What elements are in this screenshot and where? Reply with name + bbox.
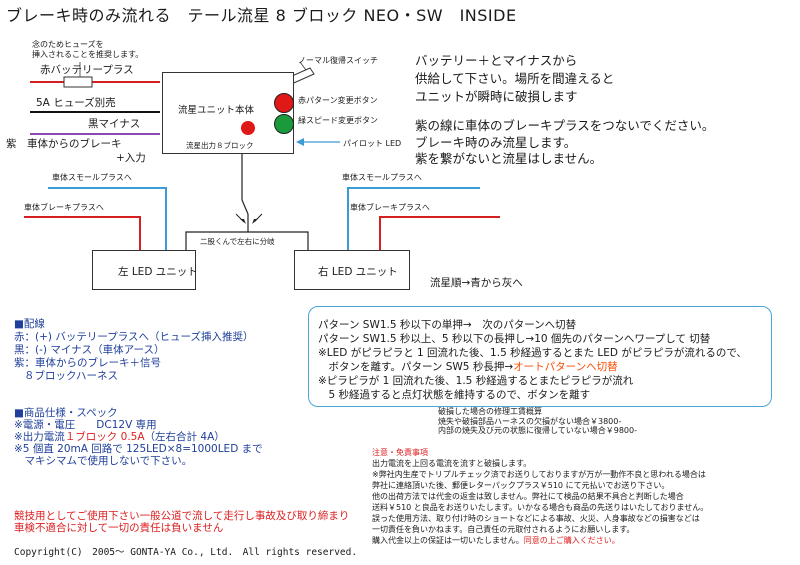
right-unit-label: 右 LED ユニット bbox=[318, 266, 398, 278]
pattern-instructions: パターン SW1.5 秒以下の単押→ 次のパターンへ切替 パターン SW1.5 … bbox=[318, 319, 747, 401]
left-led-unit-box bbox=[92, 250, 196, 290]
spec-section: ■商品仕様・スペック ※電源・電圧 DC12V 専用 ※出力電流１ブロック 0.… bbox=[14, 407, 263, 467]
brake-plus-right-label: 車体ブレーキプラスへ bbox=[350, 203, 430, 212]
black-wire-label: 黒マイナス bbox=[88, 118, 141, 130]
small-plus-left-label: 車体スモールプラスへ bbox=[52, 173, 132, 182]
green-led-button[interactable] bbox=[274, 114, 294, 134]
left-unit-label: 左 LED ユニット bbox=[118, 266, 198, 278]
repair-costs: 破損した場合の修理工賃概算 焼失や破損部品ハーネスの欠損がない場合￥3800- … bbox=[438, 407, 638, 435]
green-button-label: 緑スピード変更ボタン bbox=[298, 116, 378, 125]
disclaimer: 注意・免責事項 出力電流を上回る電流を流すと破損します。 ※弊社内生産でトリプル… bbox=[372, 448, 709, 545]
fuse-note: 念のためヒューズを 挿入されることを推奨します。 bbox=[32, 40, 144, 59]
purple-wire-label: 紫 車体からのブレーキ +入力 bbox=[6, 138, 146, 164]
page-title: ブレーキ時のみ流れる テール流星 8 ブロック NEO・SW INSIDE bbox=[6, 6, 517, 25]
pilot-led-label: パイロット LED bbox=[343, 139, 402, 148]
wiring-heading: ■配線 bbox=[14, 318, 45, 330]
supply-instructions: バッテリー＋とマイナスから 供給して下さい。場所を間違えると ユニットが瞬時に破… bbox=[415, 53, 615, 104]
competition-note: 競技用としてご使用下さい一般公道で流して走行し事故及び取り締まり 車検不適合に対… bbox=[14, 510, 350, 534]
red-led-button[interactable] bbox=[274, 93, 294, 113]
main-unit-box bbox=[162, 72, 294, 154]
disclaimer-heading: 注意・免責事項 bbox=[372, 448, 428, 457]
red-wire-label: 赤バッテリープラス bbox=[40, 64, 134, 76]
spec-heading: ■商品仕様・スペック bbox=[14, 407, 118, 419]
brake-instructions: 紫の線に車体のブレーキプラスをつないでください。 ブレーキ時のみ流星します。 紫… bbox=[415, 118, 715, 166]
normal-switch-label: ノーマル復帰スイッチ bbox=[298, 56, 378, 65]
copyright: Copyright(C) 2005～ GONTA-YA Co., Ltd. Al… bbox=[14, 547, 358, 558]
split-label: 二股くんで左右に分岐 bbox=[200, 237, 275, 246]
main-unit-label: 流星ユニット本体 bbox=[178, 105, 255, 116]
pattern-box bbox=[308, 306, 772, 407]
small-plus-right-label: 車体スモールプラスへ bbox=[342, 173, 422, 182]
output-label: 流星出力８ブロック bbox=[186, 141, 254, 150]
fuse-icon bbox=[63, 76, 93, 88]
pilot-led bbox=[241, 121, 255, 135]
right-led-unit-box bbox=[294, 250, 410, 290]
red-button-label: 赤パターン変更ボタン bbox=[298, 96, 378, 105]
brake-plus-left-label: 車体ブレーキプラスへ bbox=[24, 203, 104, 212]
wiring-section: ■配線 赤：(+) バッテリープラスへ（ヒューズ挿入推奨） 黒：(-) マイナス… bbox=[14, 318, 254, 382]
flow-order-label: 流星順→青から灰へ bbox=[430, 277, 523, 289]
fuse-label: 5A ヒューズ別売 bbox=[36, 97, 116, 109]
